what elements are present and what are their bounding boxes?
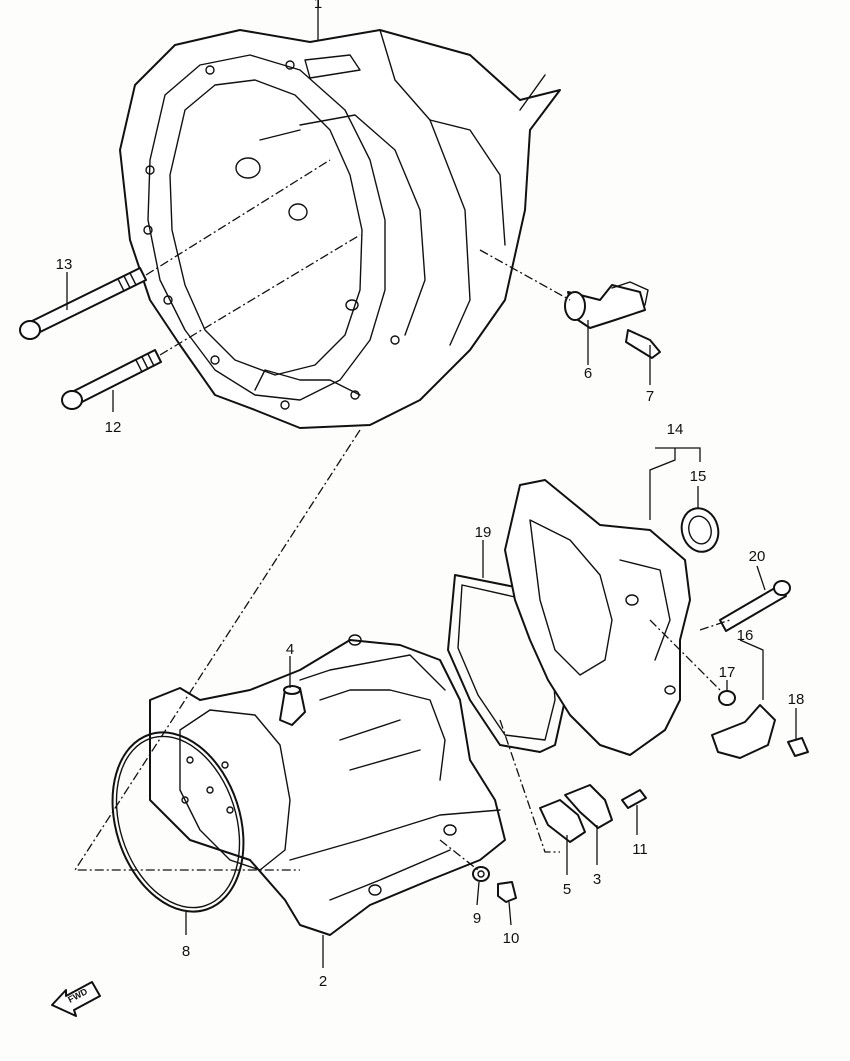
bracket-5: [539, 799, 586, 843]
callout-12: 12: [105, 419, 122, 436]
callout-10: 10: [503, 930, 520, 947]
callout-11: 11: [632, 841, 648, 858]
callout-5: 5: [563, 881, 571, 898]
alignment-lines: [73, 159, 731, 871]
bracket-3: [564, 784, 613, 829]
callout-4: 4: [286, 641, 294, 658]
callout-19: 19: [475, 524, 492, 541]
callout-1: 1: [314, 0, 322, 12]
callouts: 13 12 6 7 14 15 19 20 16 17 18 4 11 5 3 …: [56, 0, 805, 990]
breather-4: [279, 685, 306, 726]
callout-18: 18: [788, 691, 805, 708]
bolt-18: [787, 737, 809, 757]
long-bolt-13: [19, 267, 147, 340]
bolt-20: [719, 580, 791, 632]
o-ring-17: [718, 690, 736, 706]
callout-13: 13: [56, 256, 73, 273]
callout-2: 2: [319, 973, 327, 990]
callout-3: 3: [593, 871, 601, 888]
callout-15: 15: [690, 468, 707, 485]
callout-6: 6: [584, 365, 592, 382]
fwd-direction-arrow: FWD: [51, 981, 101, 1017]
speed-sensor-16: [711, 704, 776, 759]
long-bolt-12: [61, 349, 162, 410]
bolt-7: [625, 329, 661, 359]
leader-lines: [66, 0, 797, 968]
callout-17: 17: [719, 664, 736, 681]
callout-8: 8: [182, 943, 190, 960]
callout-20: 20: [749, 548, 766, 565]
transmission-case: [149, 634, 506, 936]
o-ring-8: [111, 731, 245, 913]
bolt-11: [621, 789, 647, 809]
callout-9: 9: [473, 910, 481, 927]
drain-plug-10: [497, 881, 517, 903]
oil-seal-15: [680, 507, 720, 553]
sensor-6: [564, 281, 649, 329]
callout-16: 16: [737, 627, 754, 644]
bell-housing: [119, 29, 561, 429]
extension-housing-14: [504, 479, 691, 756]
callout-7: 7: [646, 388, 654, 405]
washer-9: [472, 866, 490, 882]
callout-14: 14: [667, 421, 684, 438]
